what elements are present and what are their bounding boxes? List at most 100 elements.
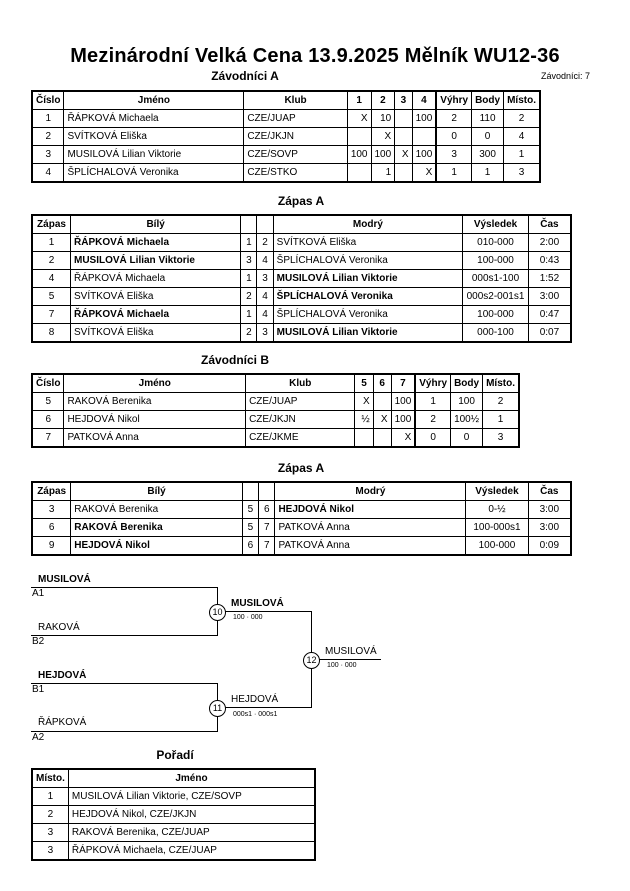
column-header: Jméno — [63, 90, 245, 110]
table-cell: ŘÁPKOVÁ Michaela — [63, 109, 245, 128]
table-cell: 3 — [503, 163, 541, 183]
bracket-s2-bot-seed: A2 — [32, 732, 45, 743]
match-number: 6 — [31, 518, 72, 537]
table-cell: 2 — [31, 127, 65, 146]
column-header: Body — [471, 90, 505, 110]
blue-number: 2 — [256, 233, 274, 252]
match-result: 000-100 — [462, 323, 529, 343]
match-11-score: 000s1 · 000s1 — [233, 711, 278, 718]
match-result: 100-000s1 — [465, 518, 529, 537]
white-competitor: ŘÁPKOVÁ Michaela — [69, 233, 242, 252]
column-header: Zápas — [31, 481, 72, 501]
column-header: Čas — [527, 214, 572, 234]
column-header — [256, 214, 274, 234]
table-cell: 100 — [411, 145, 437, 164]
match-result: 000s2-001s1 — [462, 287, 529, 306]
white-competitor: MUSILOVÁ Lilian Viktorie — [69, 251, 242, 270]
table-cell: PATKOVÁ Anna — [63, 428, 247, 448]
table-cell: 4 — [31, 163, 65, 183]
table-cell: 1 — [482, 410, 520, 429]
table-cell — [372, 428, 392, 448]
matches-b-title: Zápas A — [277, 461, 325, 475]
table-cell: 1 — [414, 392, 452, 411]
table-cell: 2 — [435, 109, 473, 128]
column-header: Místo. — [31, 768, 69, 788]
table-cell: X — [390, 428, 416, 448]
column-header: Číslo — [31, 90, 65, 110]
table-cell: CZE/SOVP — [243, 145, 348, 164]
white-number: 5 — [241, 500, 260, 519]
match-10-score: 100 · 000 — [233, 614, 263, 621]
table-cell: 0 — [435, 127, 473, 146]
bracket-s1-top-name: MUSILOVÁ — [38, 574, 91, 585]
match-number: 5 — [31, 287, 71, 306]
match-number: 2 — [31, 251, 71, 270]
bracket-s1-top-seed: A1 — [32, 588, 45, 599]
match-time: 0:43 — [527, 251, 572, 270]
table-cell: 5 — [31, 392, 65, 411]
match-time: 3:00 — [527, 500, 572, 519]
table-cell: SVÍTKOVÁ Eliška — [63, 127, 245, 146]
rank-name: ŘÁPKOVÁ Michaela, CZE/JUAP — [67, 841, 316, 861]
table-cell: 100 — [390, 392, 416, 411]
table-cell: 2 — [414, 410, 452, 429]
match-time: 2:00 — [527, 233, 572, 252]
column-header: Místo. — [503, 90, 541, 110]
match-time: 3:00 — [527, 518, 572, 537]
white-competitor: SVÍTKOVÁ Eliška — [69, 287, 242, 306]
table-cell: 100 — [370, 145, 396, 164]
table-cell — [346, 163, 372, 183]
table-cell: 3 — [482, 428, 520, 448]
match-result: 010-000 — [462, 233, 529, 252]
table-cell: CZE/JUAP — [243, 109, 348, 128]
blue-competitor: MUSILOVÁ Lilian Viktorie — [272, 323, 464, 343]
table-cell: X — [394, 145, 413, 164]
blue-number: 3 — [256, 323, 274, 343]
table-cell: HEJDOVÁ Nikol — [63, 410, 247, 429]
table-cell: 100 — [346, 145, 372, 164]
column-header: Jméno — [67, 768, 316, 788]
final-score: 100 · 000 — [327, 662, 357, 669]
table-cell: 4 — [503, 127, 541, 146]
column-header: 5 — [354, 373, 374, 393]
white-number: 1 — [240, 233, 258, 252]
match-time: 0:09 — [527, 536, 572, 556]
column-header: Místo. — [482, 373, 520, 393]
column-header — [241, 481, 260, 501]
column-header: Výhry — [435, 90, 473, 110]
match-result: 100-000 — [462, 251, 529, 270]
table-cell: 100½ — [450, 410, 484, 429]
blue-number: 7 — [258, 536, 276, 556]
bracket-s1-bot-seed: B2 — [32, 636, 45, 647]
table-cell: 110 — [471, 109, 505, 128]
white-competitor: RAKOVÁ Berenika — [70, 518, 243, 537]
rank-name: HEJDOVÁ Nikol, CZE/JKJN — [67, 805, 316, 824]
column-header: Výhry — [414, 373, 452, 393]
table-cell: 1 — [471, 163, 505, 183]
match-time: 0:47 — [527, 305, 572, 324]
table-cell: 1 — [435, 163, 473, 183]
table-cell: 100 — [450, 392, 484, 411]
match-number: 3 — [31, 500, 72, 519]
table-cell: X — [354, 392, 374, 411]
table-cell: X — [372, 410, 392, 429]
column-header: 1 — [346, 90, 372, 110]
white-number: 2 — [240, 323, 258, 343]
column-header: Bílý — [69, 214, 242, 234]
blue-number: 4 — [256, 251, 274, 270]
pool-b-title: Závodníci B — [200, 353, 269, 367]
table-cell: 2 — [482, 392, 520, 411]
